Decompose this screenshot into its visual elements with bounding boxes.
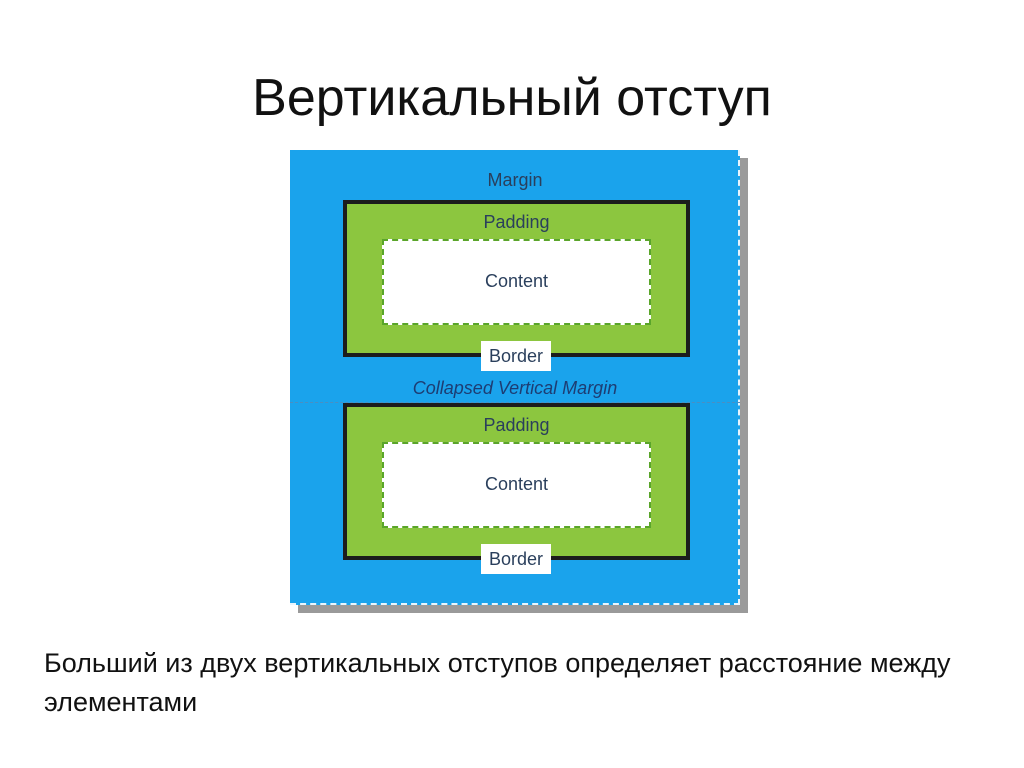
border-tag-1: Border [481,341,551,371]
margin-label: Margin [487,170,543,190]
padding-label-2: Padding [483,415,550,435]
padding-box-1: Padding Content Border [343,200,690,371]
margin-box: Margin Padding Content Border Collapsed … [290,150,740,605]
padding-label-1: Padding [483,212,550,232]
border-tag-2: Border [481,544,551,574]
slide-caption: Больший из двух вертикальных отступов оп… [44,648,951,717]
border-label-1: Border [488,346,544,366]
content-box-1: Content [382,239,651,325]
collapsed-margin-line [290,402,740,403]
collapsed-margin-label: Collapsed Vertical Margin [412,378,618,398]
content-label-1: Content [484,271,549,291]
content-box-2: Content [382,442,651,528]
slide-title: Вертикальный отступ [252,69,772,127]
content-label-2: Content [484,474,549,494]
border-label-2: Border [488,549,544,569]
padding-box-2: Padding Content Border [343,403,690,574]
